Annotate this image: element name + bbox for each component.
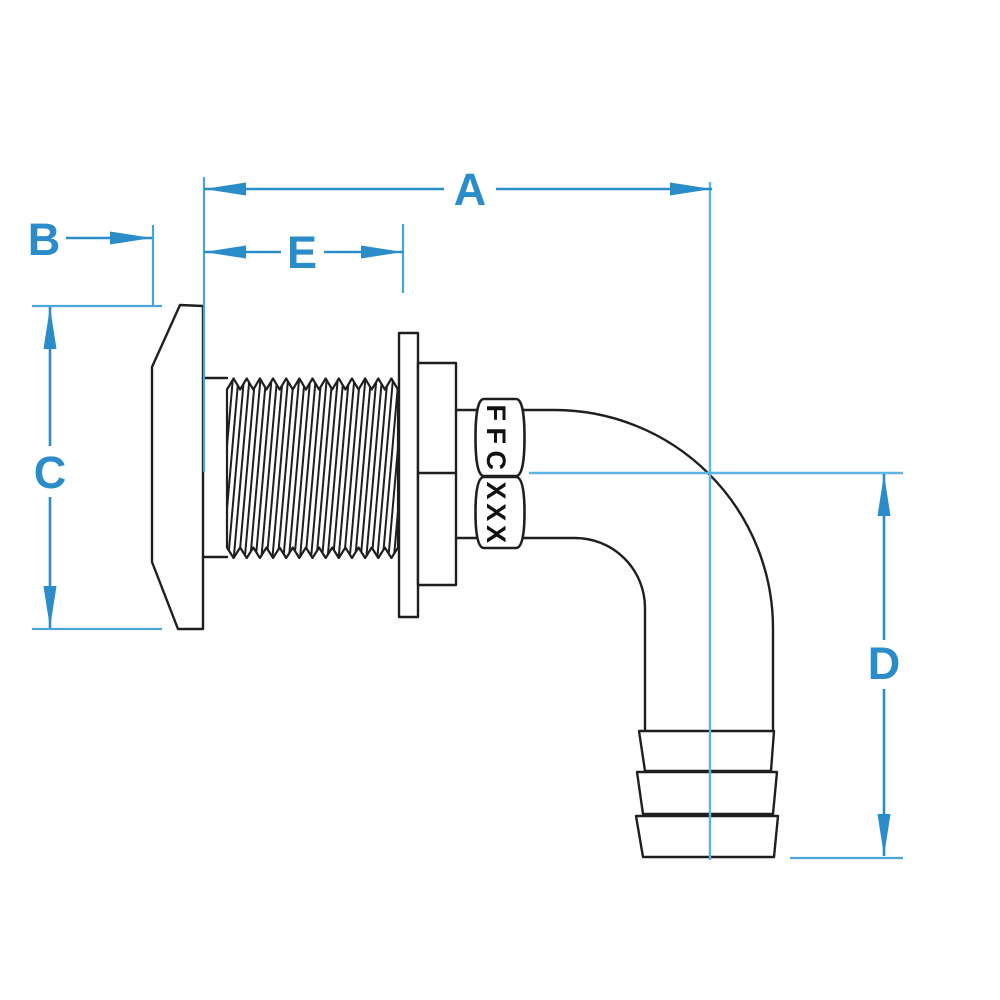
centerlines	[529, 182, 903, 860]
barb-ring-2	[635, 770, 779, 816]
dimension-labels: A B C D E	[28, 164, 901, 689]
arrow-b-right	[110, 231, 152, 245]
arrow-c-up	[43, 307, 57, 349]
elbow-outer-wall	[519, 408, 775, 733]
elbow-inner-wall	[519, 536, 647, 733]
barb-ring-1	[637, 729, 776, 773]
dimension-c-label: C	[34, 447, 67, 498]
barb-ring-3	[634, 814, 780, 859]
washer-plate	[397, 331, 420, 619]
arrow-d-up	[877, 474, 891, 516]
dimension-e-label: E	[287, 227, 317, 278]
dimension-b-label: B	[28, 214, 61, 265]
hex-nut-lower-face	[474, 475, 526, 550]
arrow-a-right	[670, 182, 712, 196]
dimension-d-label: D	[868, 638, 901, 689]
thread-section	[225, 377, 400, 560]
nut-marking-ffc: FFC	[481, 405, 511, 471]
thread-hatch	[227, 378, 398, 558]
flange-head	[150, 303, 205, 631]
arrow-e-left	[204, 245, 246, 259]
nut-markings: FFC XXX	[481, 405, 511, 544]
arrow-d-down	[877, 814, 891, 856]
nut-marking-xxx: XXX	[481, 482, 511, 544]
extension-lines	[32, 177, 903, 860]
part-outline-group	[150, 303, 780, 859]
arrow-e-right	[361, 245, 403, 259]
dimension-a-label: A	[454, 164, 487, 215]
arrow-c-down	[43, 586, 57, 628]
hex-nut	[474, 397, 526, 550]
dimension-arrowheads	[43, 182, 891, 856]
hose-barb	[634, 729, 780, 859]
arrow-a-left	[204, 182, 246, 196]
